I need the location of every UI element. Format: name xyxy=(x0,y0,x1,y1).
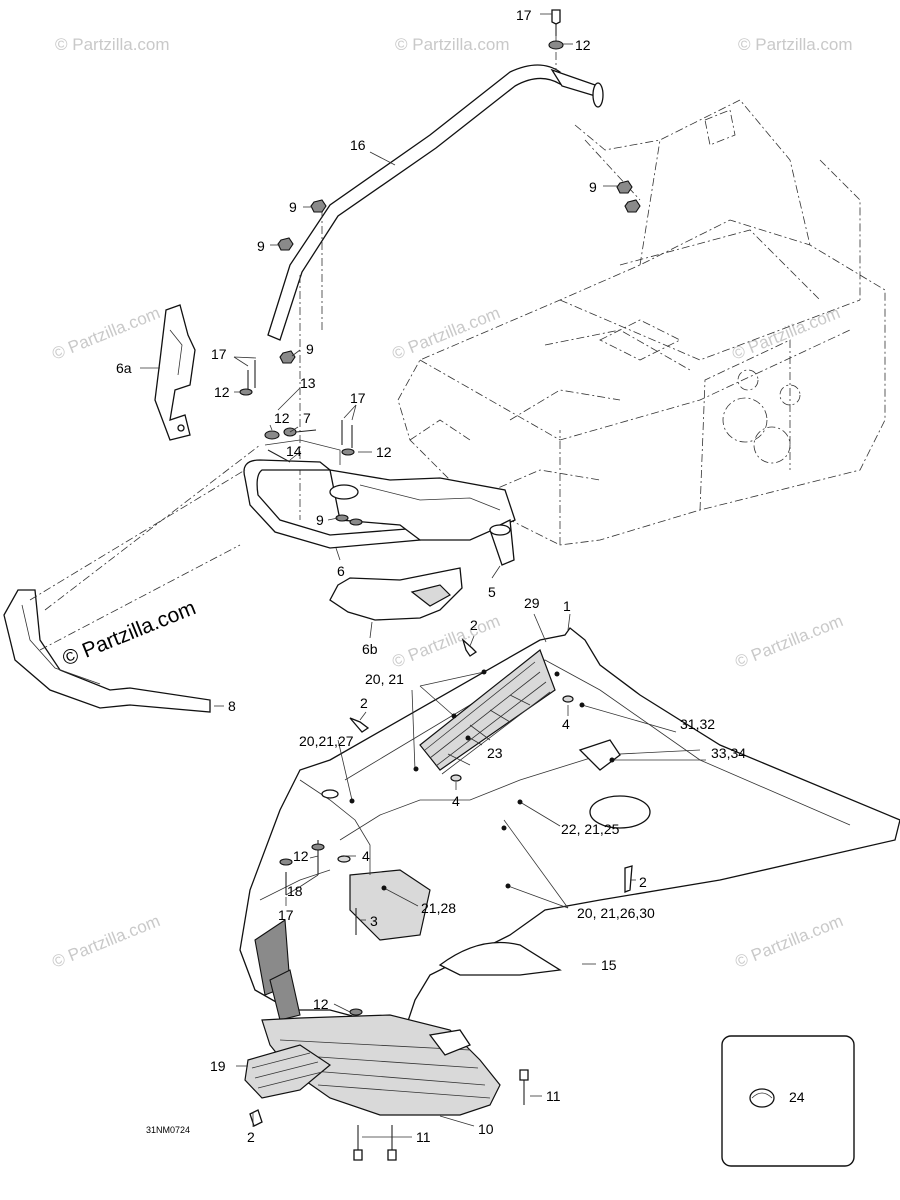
inset-box-part-24 xyxy=(721,1035,855,1167)
callout-22-21-25: 22, 21,25 xyxy=(561,821,620,837)
callout-17: 17 xyxy=(350,390,366,406)
leader-lines xyxy=(140,13,787,1138)
callout-6: 6 xyxy=(337,563,345,579)
callout-4: 4 xyxy=(562,716,570,732)
callout-17: 17 xyxy=(516,7,532,23)
callout-16: 16 xyxy=(350,137,366,153)
callout-11: 11 xyxy=(546,1088,561,1104)
callout-labels: 17 12 16 9 9 9 9 6a 17 12 13 12 7 14 17 … xyxy=(116,7,805,1145)
callout-12: 12 xyxy=(575,37,591,53)
callout-24: 24 xyxy=(789,1089,805,1105)
handle-bar xyxy=(267,20,604,520)
watermark: © Partzilla.com xyxy=(732,911,845,972)
watermark: © Partzilla.com xyxy=(738,35,853,54)
callout-9: 9 xyxy=(257,238,265,254)
watermark: © Partzilla.com xyxy=(729,303,842,364)
callout-12: 12 xyxy=(376,444,392,460)
callout-12: 12 xyxy=(274,410,290,426)
watermark: © Partzilla.com xyxy=(732,611,845,672)
watermark-large: © Partzilla.com xyxy=(59,596,199,670)
callout-20-21-26-30: 20, 21,26,30 xyxy=(577,905,655,921)
leader-dots xyxy=(349,669,615,891)
callout-3: 3 xyxy=(370,913,378,929)
front-bumper xyxy=(3,444,261,713)
callout-4: 4 xyxy=(362,848,370,864)
frame-assembly xyxy=(397,99,886,546)
callout-5: 5 xyxy=(488,584,496,600)
callout-1: 1 xyxy=(563,598,571,614)
callout-10: 10 xyxy=(478,1121,494,1137)
callout-9: 9 xyxy=(306,341,314,357)
callout-21-28: 21,28 xyxy=(421,900,456,916)
callout-9: 9 xyxy=(589,179,597,195)
callout-14: 14 xyxy=(286,443,302,459)
bracket-6b xyxy=(329,567,463,621)
callout-6a: 6a xyxy=(116,360,132,376)
callout-12: 12 xyxy=(214,384,230,400)
callout-15: 15 xyxy=(601,957,617,973)
callout-11: 11 xyxy=(416,1129,431,1145)
watermark: © Partzilla.com xyxy=(389,611,502,672)
bumper-assembly xyxy=(243,439,516,566)
plate-19 xyxy=(244,1044,332,1099)
watermark: © Partzilla.com xyxy=(49,911,162,972)
callout-17: 17 xyxy=(278,907,294,923)
callout-12: 12 xyxy=(313,996,329,1012)
watermark: © Partzilla.com xyxy=(389,303,502,364)
callout-23: 23 xyxy=(487,745,503,761)
callout-8: 8 xyxy=(228,698,236,714)
callout-2: 2 xyxy=(470,617,478,633)
watermark: © Partzilla.com xyxy=(55,35,170,54)
callout-4: 4 xyxy=(452,793,460,809)
callout-13: 13 xyxy=(300,375,316,391)
callout-33-34: 33,34 xyxy=(711,745,746,761)
fasteners xyxy=(239,9,641,1161)
bracket-6a xyxy=(154,304,196,441)
callout-9: 9 xyxy=(316,512,324,528)
skid-plate xyxy=(261,1014,501,1116)
callout-20-21-27: 20,21,27 xyxy=(299,733,354,749)
callout-6b: 6b xyxy=(362,641,378,657)
callout-2: 2 xyxy=(247,1129,255,1145)
callout-12: 12 xyxy=(293,848,309,864)
watermark: © Partzilla.com xyxy=(395,35,510,54)
callout-29: 29 xyxy=(524,595,540,611)
watermark: © Partzilla.com xyxy=(49,303,162,364)
callout-7: 7 xyxy=(303,410,311,426)
callout-18: 18 xyxy=(287,883,303,899)
callout-9: 9 xyxy=(289,199,297,215)
callout-31-32: 31,32 xyxy=(680,716,715,732)
drawing-code: 31NM0724 xyxy=(146,1125,190,1135)
callout-2: 2 xyxy=(639,874,647,890)
callout-17: 17 xyxy=(211,346,227,362)
callout-2: 2 xyxy=(360,695,368,711)
callout-20-21: 20, 21 xyxy=(365,671,404,687)
belly-pan xyxy=(239,627,900,1031)
callout-19: 19 xyxy=(210,1058,226,1074)
